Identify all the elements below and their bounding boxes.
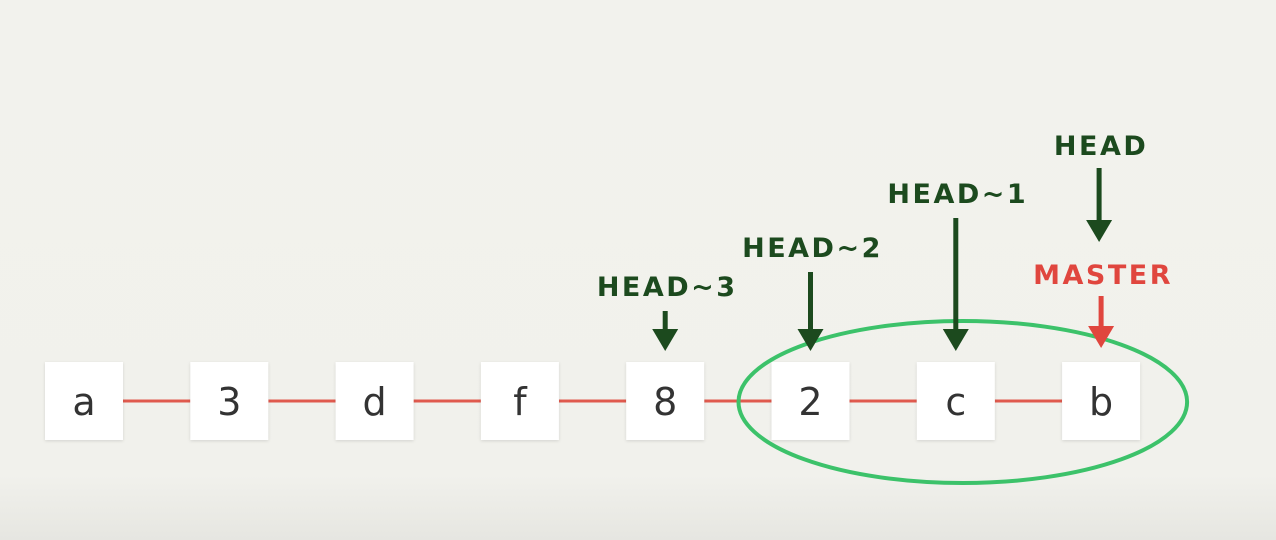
commit-box: [335, 362, 414, 440]
commit-node: a: [45, 362, 123, 440]
commit-label: f: [513, 380, 528, 424]
ref-pointer: HEAD~1: [887, 179, 1028, 351]
commit-node: 8: [626, 362, 705, 440]
commit-nodes: a 3 d f 8 2 c b: [45, 362, 1141, 440]
commit-box: [190, 362, 269, 440]
ref-pointer: HEAD~2: [742, 233, 883, 351]
commit-label: b: [1089, 380, 1113, 424]
ref-pointer: HEAD~3: [597, 272, 738, 351]
head-ref-label: HEAD~1: [887, 179, 1028, 210]
arrow-down-icon: [1088, 326, 1115, 348]
commit-box: [1062, 362, 1141, 440]
commit-label: d: [363, 380, 387, 424]
branch-label: MASTER: [1033, 260, 1173, 291]
commit-node: d: [335, 362, 414, 440]
commit-box: [45, 362, 123, 440]
commit-node: 3: [190, 362, 269, 440]
commit-box: [626, 362, 705, 440]
commit-node: c: [916, 362, 995, 440]
head-ref-label: HEAD~3: [597, 272, 738, 303]
commit-label: c: [945, 380, 966, 424]
commit-node: 2: [771, 362, 850, 440]
ref-pointer: HEAD: [1054, 131, 1148, 242]
commit-node: f: [480, 362, 559, 440]
head-ref-label: HEAD~2: [742, 233, 883, 264]
commit-label: a: [72, 380, 95, 424]
commit-label: 3: [217, 380, 241, 424]
head-ref-label: HEAD: [1054, 131, 1148, 162]
arrow-down-icon: [1086, 220, 1113, 242]
commit-label: 8: [653, 380, 677, 424]
highlight-group: [736, 319, 1190, 485]
commit-label: 2: [798, 380, 822, 424]
arrow-down-icon: [797, 329, 824, 351]
arrow-down-icon: [652, 329, 679, 351]
ref-pointer: MASTER: [1033, 260, 1173, 348]
commit-node: b: [1062, 362, 1141, 440]
arrow-down-icon: [942, 329, 969, 351]
commit-box: [480, 362, 559, 440]
commit-box: [916, 362, 995, 440]
commit-box: [771, 362, 850, 440]
highlight-ellipse: [736, 319, 1190, 485]
